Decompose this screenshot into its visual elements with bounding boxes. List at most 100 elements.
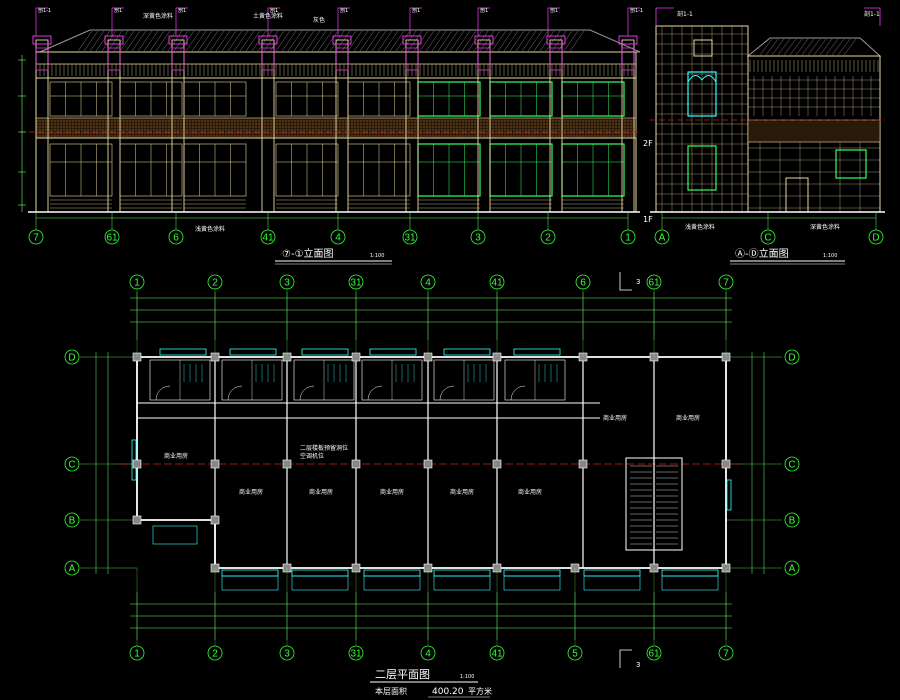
front-axis-6-label: 6 <box>173 233 179 244</box>
plan-axis-top-41-circle <box>489 274 505 290</box>
roof-hatch-line <box>419 30 435 52</box>
front-windows <box>49 81 625 209</box>
roof-hatch-line <box>491 30 507 52</box>
front-section-flag <box>175 7 188 36</box>
plan-axis-top-61-label: 61 <box>648 278 660 289</box>
plan-axis-left-C-label: C <box>68 460 75 471</box>
front-elevation-scale: 1:100 <box>370 253 384 259</box>
plan-axis-top-3-circle <box>279 274 295 290</box>
roof-hatch-line <box>167 30 183 52</box>
roof-hatch-line <box>311 30 327 52</box>
structural-column <box>578 459 588 469</box>
side-roof-hatch-line <box>807 38 821 56</box>
front-axis-4-circle <box>330 229 346 245</box>
front-axis-1-circle <box>620 229 636 245</box>
roof-hatch-line <box>365 30 381 52</box>
roof-hatch-line <box>227 30 243 52</box>
plan-axis-top-7-label: 7 <box>723 278 729 289</box>
side-roof-hatch-line <box>843 38 857 56</box>
roof-hatch-line <box>569 30 585 52</box>
side-section-mark-left: 剖1-1 <box>677 10 693 18</box>
structural-column <box>210 459 220 469</box>
side-roof-hatch-line <box>801 38 815 56</box>
pier-cap <box>32 35 52 45</box>
roof-hatch-line <box>293 30 309 52</box>
structural-column <box>282 459 292 469</box>
plan-axis-bottom-1-label: 1 <box>134 649 140 660</box>
plan-axis-right-B-circle <box>784 512 800 528</box>
front-axis-31-label: 31 <box>404 233 416 244</box>
roof-hatch-line <box>347 30 363 52</box>
side-roof-hatch-line <box>759 38 773 56</box>
roof-hatch-line <box>215 30 231 52</box>
plan-axis-right-D-circle <box>784 349 800 365</box>
plan-section-mark-top-line <box>619 272 632 291</box>
side-arch-top <box>687 75 717 83</box>
plan-bottom-dimensions <box>130 592 732 640</box>
plan-side-dimensions <box>80 352 782 574</box>
side-roof-hatch-line <box>837 38 851 56</box>
plan-axis-top-4-label: 4 <box>425 278 431 289</box>
roof-hatch-line <box>125 30 141 52</box>
side-tower-arched-window <box>687 71 717 117</box>
plan-area-label: 本层面积 <box>375 686 407 696</box>
plan-axis-bottom-61-label: 61 <box>648 649 660 660</box>
front-axis-7-circle <box>28 229 44 245</box>
front-section-mark-label: 剖1-1 <box>38 7 51 14</box>
front-section-flag <box>627 7 640 36</box>
front-axis-6-circle <box>168 229 184 245</box>
roof-hatch-line <box>299 30 315 52</box>
room-label: 商业用房 <box>164 452 188 460</box>
bottom-window <box>363 569 421 577</box>
ac-platform <box>291 575 349 591</box>
room-label: 商业用房 <box>603 414 627 422</box>
plan-axis-bottom-41-label: 41 <box>491 649 503 660</box>
roof-hatch-line <box>137 30 153 52</box>
side-brick-band <box>747 119 881 143</box>
ac-platform <box>583 575 641 591</box>
plan-axis-right-C-label: C <box>788 460 795 471</box>
side-roof-hatch-line <box>819 38 833 56</box>
roof-hatch-line <box>149 30 165 52</box>
side-tower-grid <box>656 26 748 212</box>
roof-hatch-line <box>509 30 525 52</box>
top-window <box>159 348 207 356</box>
plan-axis-top-3-label: 3 <box>284 278 290 289</box>
side-level-2f: 2F <box>643 139 653 148</box>
side-elevation-title: Ⓐ-Ⓓ立面图 <box>735 247 789 260</box>
side-axis-D-label: D <box>872 233 879 244</box>
structural-column <box>492 459 502 469</box>
plan-axis-left-D-circle <box>64 349 80 365</box>
front-section-mark-label: 剖1 <box>270 7 278 14</box>
roof-hatch-line <box>281 30 297 52</box>
side-tower-medallion <box>693 39 713 57</box>
top-window <box>229 348 277 356</box>
plan-axis-top-1-label: 1 <box>134 278 140 289</box>
plan-axis-top-6-circle <box>575 274 591 290</box>
plan-axis-bottom-2-label: 2 <box>212 649 218 660</box>
plan-axis-top-61-circle <box>646 274 662 290</box>
bottom-window <box>661 569 719 577</box>
plan-axis-bottom-3-circle <box>279 645 295 661</box>
top-window <box>369 348 417 356</box>
pier-panel <box>171 47 185 71</box>
plan-axis-bottom-4-circle <box>420 645 436 661</box>
pier-cap <box>402 35 422 45</box>
roof-hatch-line <box>239 30 255 52</box>
side-tower-lower-window <box>687 145 717 191</box>
pier-cap <box>546 35 566 45</box>
front-section-mark-label: 剖1 <box>480 7 488 14</box>
front-elevation-title: ⑦-①立面图 <box>282 247 334 260</box>
door-swing <box>510 385 526 401</box>
front-section-flag <box>409 7 422 36</box>
roof-hatch-line <box>359 30 375 52</box>
plan-axis-right-C-circle <box>784 456 800 472</box>
roof-hatch-line <box>443 30 459 52</box>
side-roof-hatch-line <box>795 38 809 56</box>
roof-hatch-line <box>401 30 417 52</box>
side-roof-hatch-line <box>813 38 827 56</box>
plan-axis-top-4-circle <box>420 274 436 290</box>
